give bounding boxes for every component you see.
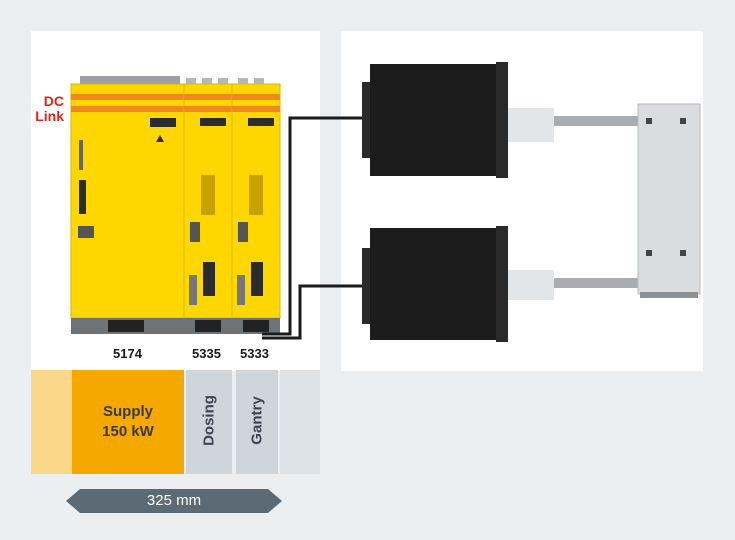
band-supply — [72, 370, 184, 474]
module-5333 — [231, 83, 281, 334]
motor-upper — [362, 62, 640, 178]
gantry-carriage — [637, 103, 701, 298]
module-5174 — [70, 83, 185, 334]
band-spare-left — [31, 370, 72, 474]
module-label-5333: 5333 — [240, 346, 269, 361]
motor-lower — [362, 226, 640, 342]
band-dosing — [186, 370, 232, 474]
module-label-5174: 5174 — [113, 346, 142, 361]
supply-label: Supply 150 kW — [102, 403, 154, 440]
dc-link-label: DC Link — [35, 93, 64, 124]
band-gantry — [236, 370, 278, 474]
band-spare-right — [280, 370, 320, 474]
module-label-5335: 5335 — [192, 346, 221, 361]
module-5335 — [183, 83, 233, 334]
width-dimension-label: 325 mm — [146, 492, 202, 509]
